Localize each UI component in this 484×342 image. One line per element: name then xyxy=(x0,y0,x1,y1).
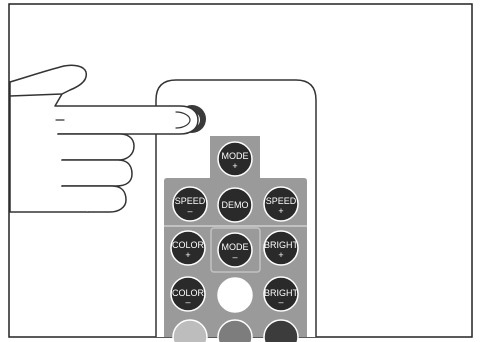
color-minus-sign: – xyxy=(185,297,190,307)
mode-minus-label: MODE xyxy=(222,242,249,252)
speed-plus-label: SPEED xyxy=(266,196,297,206)
color-minus-button[interactable]: COLOR – xyxy=(171,277,205,311)
panel-divider-top xyxy=(164,225,307,227)
color-plus-label: COLOR xyxy=(172,240,205,250)
bright-plus-label: BRIGHT xyxy=(264,240,299,250)
bright-minus-sign: – xyxy=(278,297,283,307)
speed-plus-button[interactable]: SPEED + xyxy=(264,187,298,221)
bright-plus-sign: + xyxy=(278,250,283,260)
mode-plus-sign: + xyxy=(232,161,237,171)
bright-minus-button[interactable]: BRIGHT – xyxy=(264,277,299,311)
white-color-button[interactable] xyxy=(218,278,252,312)
speed-minus-label: SPEED xyxy=(175,196,206,206)
demo-button[interactable]: DEMO xyxy=(218,188,252,222)
color-plus-button[interactable]: COLOR + xyxy=(171,231,205,265)
demo-label: DEMO xyxy=(222,200,249,210)
mode-minus-sign: – xyxy=(232,252,237,262)
mode-minus-button[interactable]: MODE – xyxy=(218,233,252,267)
bright-plus-button[interactable]: BRIGHT + xyxy=(264,231,299,265)
mode-plus-button[interactable]: MODE + xyxy=(218,142,252,176)
speed-plus-sign: + xyxy=(278,206,283,216)
color-plus-sign: + xyxy=(185,250,190,260)
speed-minus-sign: – xyxy=(187,206,192,216)
speed-minus-button[interactable]: SPEED – xyxy=(173,187,207,221)
mode-plus-label: MODE xyxy=(222,151,249,161)
